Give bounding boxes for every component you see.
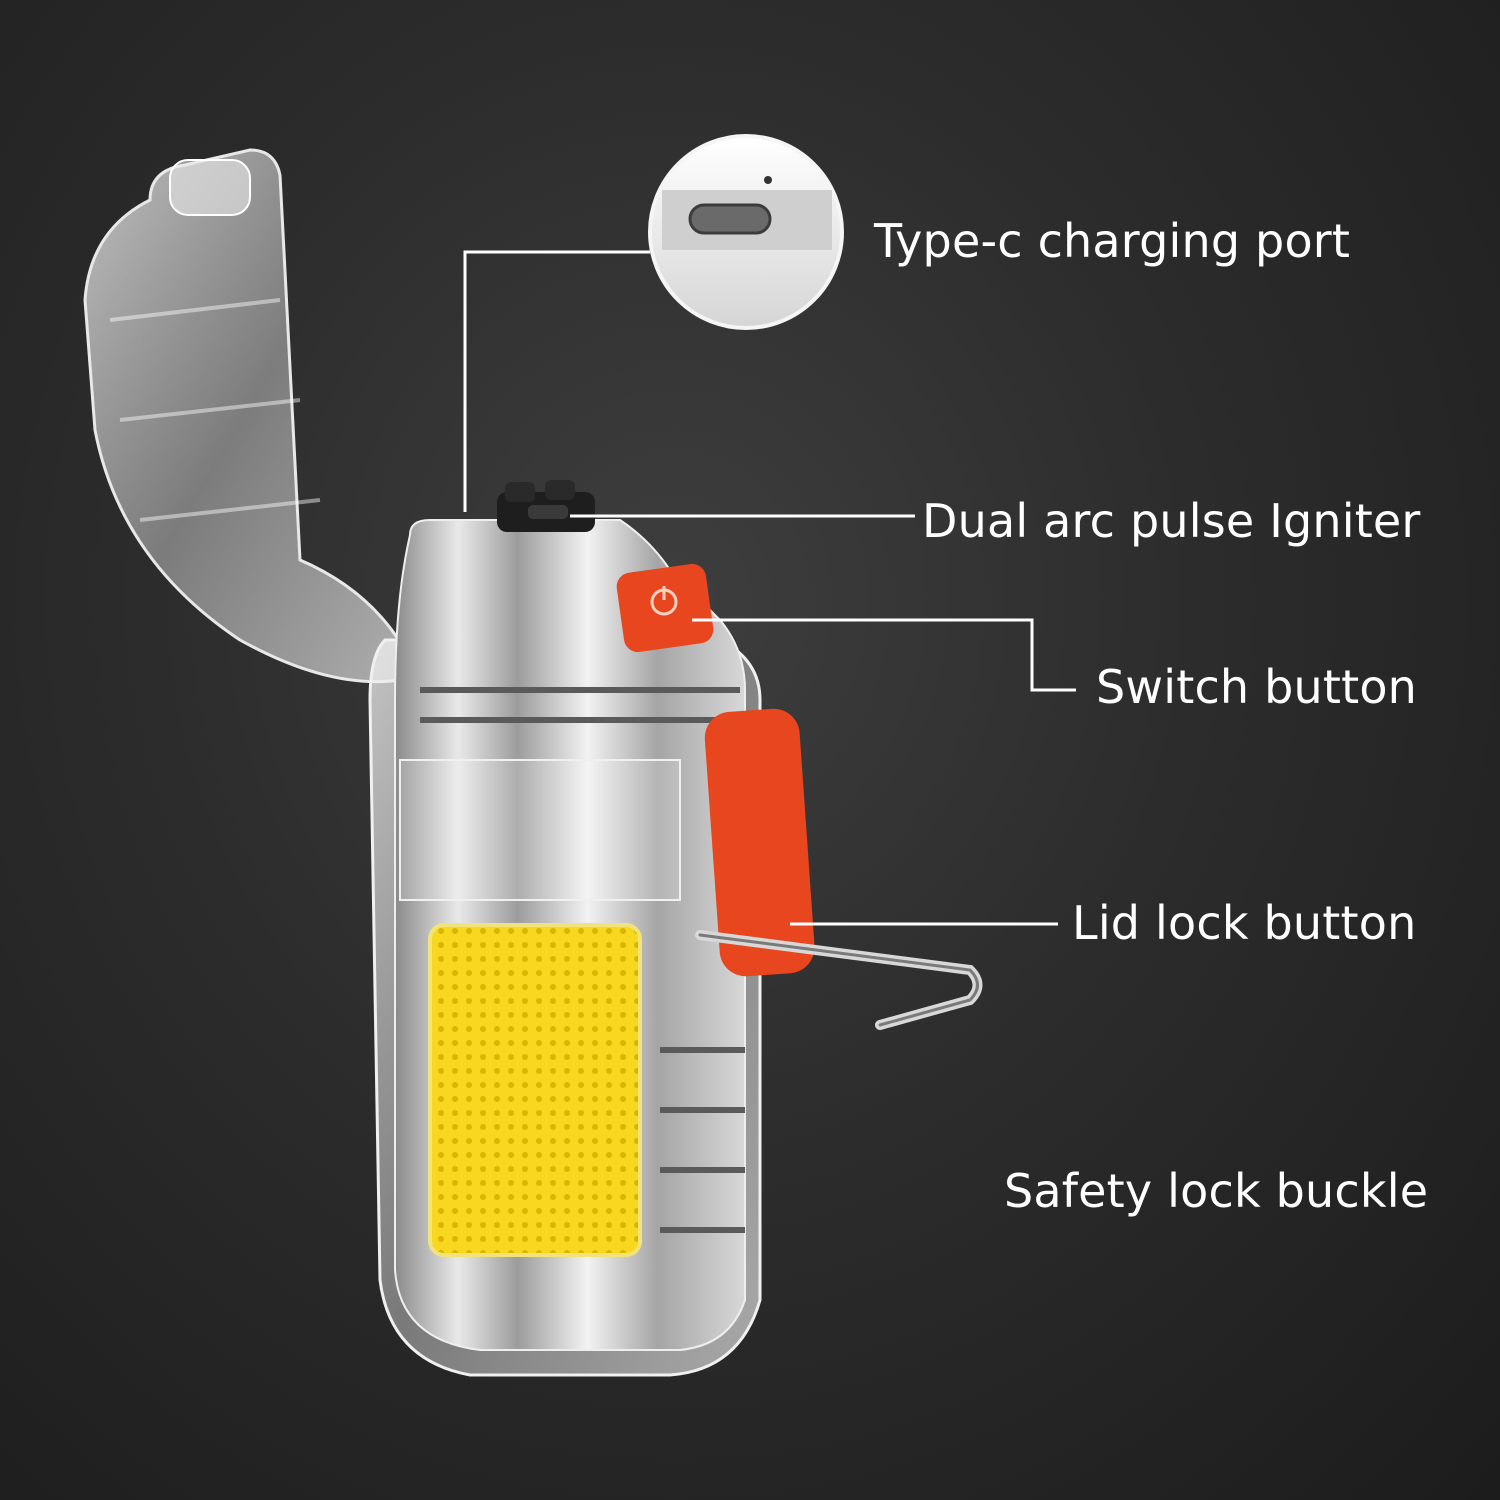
leader-line-charging-port [463,250,650,512]
safety-lock-buckle [695,930,983,1030]
label-safety-lock-buckle: Safety lock buckle [1004,1164,1429,1218]
igniter [497,480,595,532]
label-switch-button: Switch button [1096,660,1418,714]
label-lid-lock-button: Lid lock button [1072,896,1417,950]
leader-lines [463,250,1076,926]
label-igniter: Dual arc pulse Igniter [922,494,1421,548]
charging-port-inset [648,134,844,330]
switch-button [616,563,714,653]
lid-lock-button [704,708,815,977]
leader-line-switch [692,618,1076,692]
clear-lid [83,148,407,684]
led-panel [428,923,642,1257]
label-charging-port: Type-c charging port [874,214,1351,268]
